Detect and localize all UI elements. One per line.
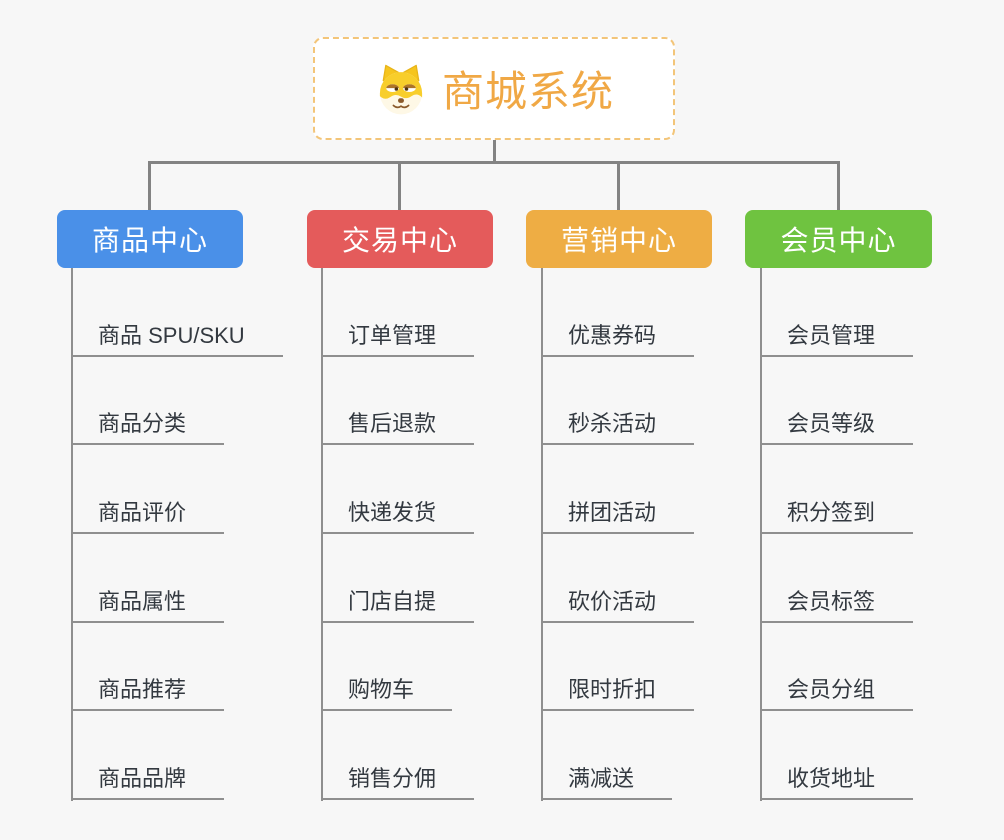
connector-drop-member (837, 161, 840, 211)
leaf-item-store-pickup[interactable]: 门店自提 (321, 574, 475, 623)
leaf-item-spend-and-save[interactable]: 满减送 (541, 751, 673, 800)
leaf-item-member-management[interactable]: 会员管理 (760, 308, 914, 357)
leaf-item-member-groups[interactable]: 会员分组 (760, 662, 914, 711)
leaf-item-product-attribute[interactable]: 商品属性 (71, 574, 225, 623)
leaf-item-aftersale-refund[interactable]: 售后退款 (321, 396, 475, 445)
leaf-item-order-management[interactable]: 订单管理 (321, 308, 475, 357)
leaf-item-product-review[interactable]: 商品评价 (71, 485, 225, 534)
connector-drop-product (148, 161, 151, 211)
branch-trunk-line-product (71, 268, 73, 801)
dog-face-icon (379, 64, 423, 114)
root-node[interactable]: 商城系统 (313, 37, 675, 140)
leaf-item-product-brand[interactable]: 商品品牌 (71, 751, 225, 800)
branch-node-member-center[interactable]: 会员中心 (745, 210, 932, 268)
leaf-item-bargain-activity[interactable]: 砍价活动 (541, 574, 695, 623)
branch-node-trade-center[interactable]: 交易中心 (307, 210, 493, 268)
root-title: 商城系统 (441, 68, 614, 115)
leaf-item-express-shipping[interactable]: 快递发货 (321, 485, 475, 534)
leaf-item-shopping-cart[interactable]: 购物车 (321, 662, 453, 711)
connector-root-stub (493, 139, 496, 163)
leaf-item-sales-commission[interactable]: 销售分佣 (321, 751, 475, 800)
branch-trunk-line-marketing (541, 268, 543, 801)
connector-drop-marketing (617, 161, 620, 211)
leaf-item-coupon-code[interactable]: 优惠券码 (541, 308, 695, 357)
branch-node-marketing-center[interactable]: 营销中心 (526, 210, 712, 268)
leaf-item-product-recommend[interactable]: 商品推荐 (71, 662, 225, 711)
connector-horizontal-bar (148, 161, 840, 164)
branch-trunk-line-member (760, 268, 762, 801)
leaf-item-product-spu-sku[interactable]: 商品 SPU/SKU (71, 308, 283, 357)
leaf-item-points-checkin[interactable]: 积分签到 (760, 485, 914, 534)
leaf-item-member-level[interactable]: 会员等级 (760, 396, 914, 445)
leaf-item-shipping-address[interactable]: 收货地址 (760, 751, 914, 800)
leaf-item-flash-sale[interactable]: 秒杀活动 (541, 396, 695, 445)
leaf-item-limited-time-discount[interactable]: 限时折扣 (541, 662, 695, 711)
leaf-item-group-buy[interactable]: 拼团活动 (541, 485, 695, 534)
leaf-item-product-category[interactable]: 商品分类 (71, 396, 225, 445)
connector-drop-trade (398, 161, 401, 211)
branch-node-product-center[interactable]: 商品中心 (57, 210, 243, 268)
branch-trunk-line-trade (321, 268, 323, 801)
leaf-item-member-tags[interactable]: 会员标签 (760, 574, 914, 623)
